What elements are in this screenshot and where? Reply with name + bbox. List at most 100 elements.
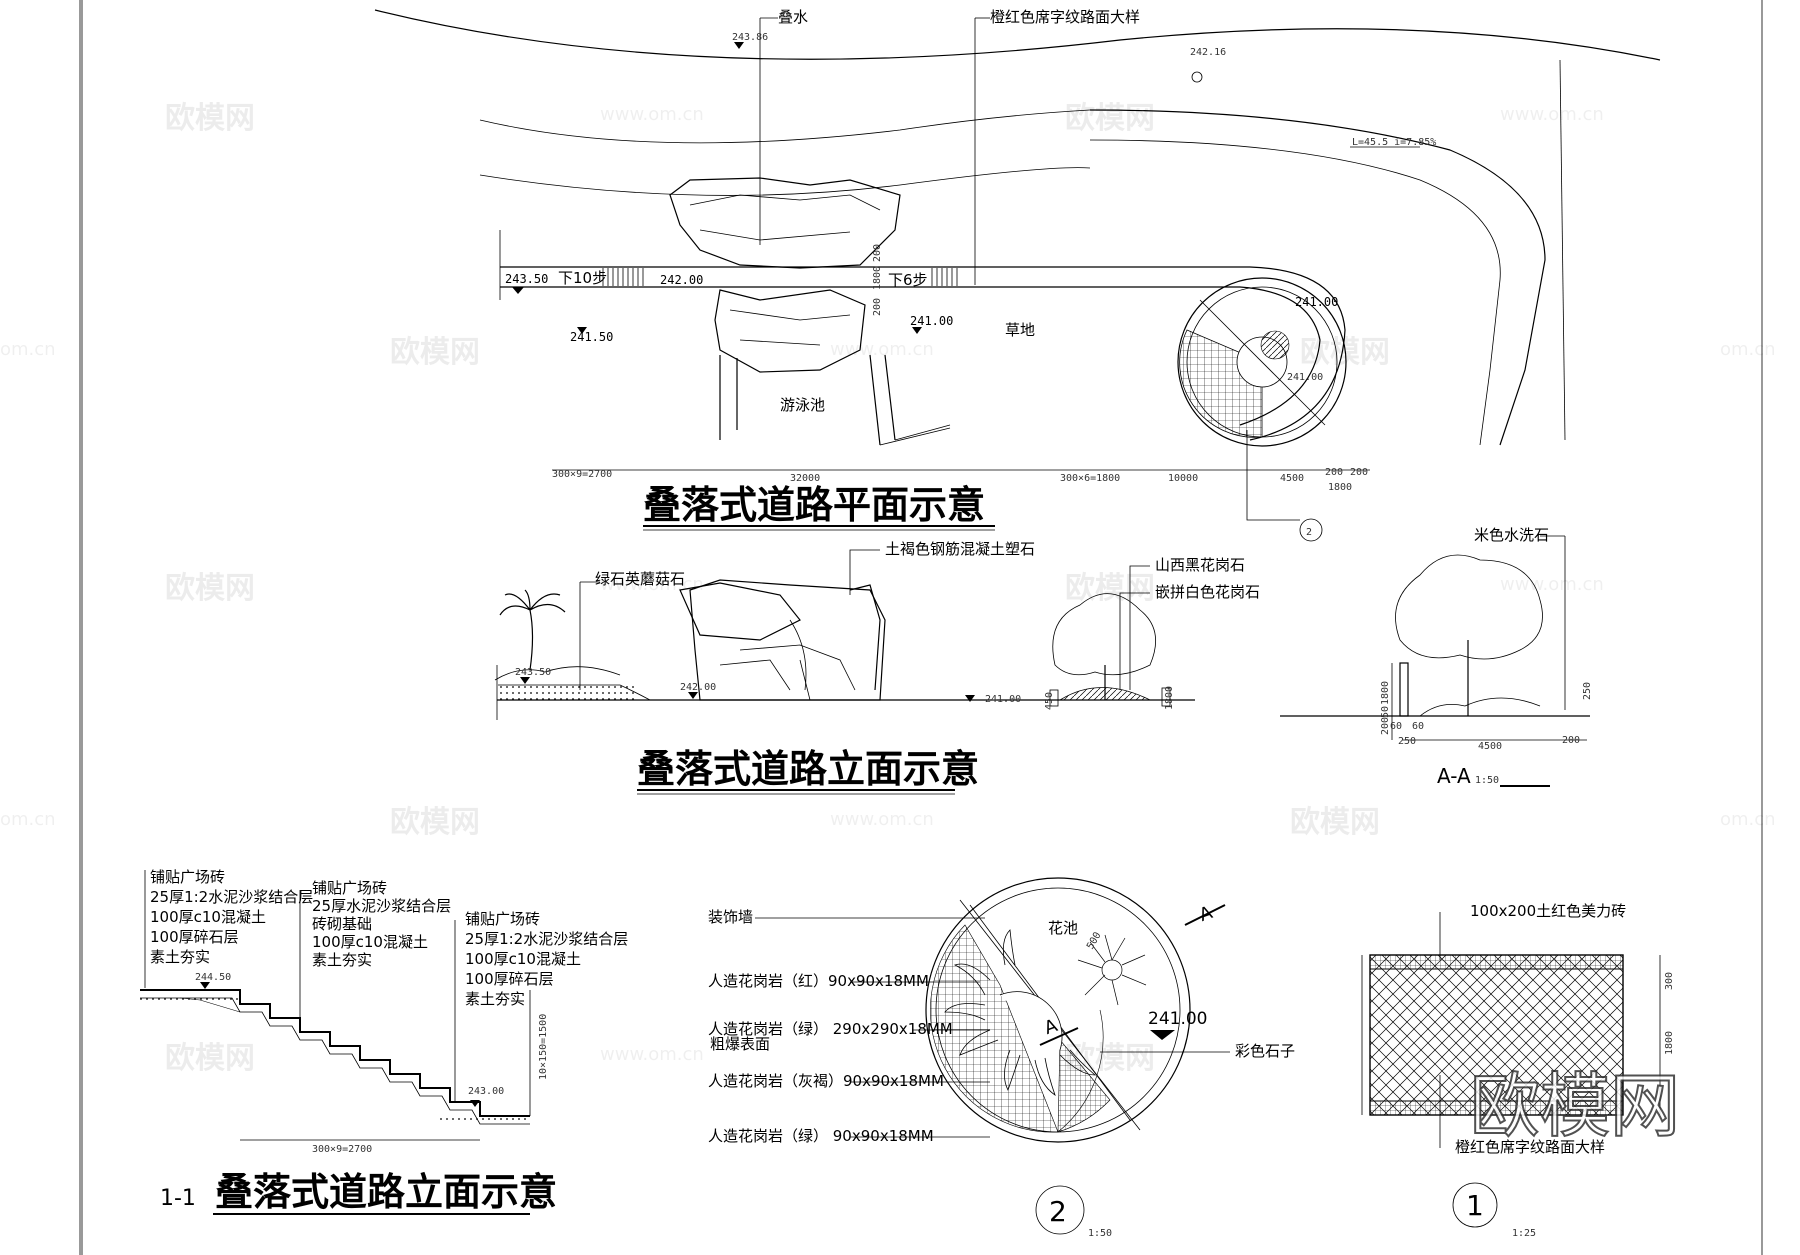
elev-label-rock: 土褐色钢筋混凝土塑石: [885, 540, 1035, 558]
svg-text:www.om.cn: www.om.cn: [600, 574, 704, 595]
aa-section: 米色水洗石 1800 250 200 50 60 60 250 4500 200…: [1280, 526, 1593, 788]
stair-dim-v: 10×150=1500: [538, 1014, 549, 1080]
svg-text:铺贴广场砖: 铺贴广场砖: [465, 910, 540, 928]
plan-elev-24150: 241.50: [570, 330, 613, 344]
plan-pool: [719, 354, 896, 446]
stair-col2: 铺贴广场砖 25厚水泥沙浆结合层 砖砌基础 100厚c10混凝土 素土夯实: [312, 879, 451, 969]
plan-view: 2 叠水 橙红色席字纹路面大样 游泳池 草地 下10步 下6步 243.86 2…: [374, 8, 1661, 542]
d2-scale: 1:50: [1088, 1228, 1112, 1239]
plan-dim-v3: 200: [872, 244, 883, 262]
elev-elev-c: 241.00: [985, 694, 1021, 705]
elev-tree: [1052, 593, 1156, 700]
d2-granite-brown: 人造花岗岩（灰褐）90x90x18MM: [708, 1072, 944, 1090]
detail-2-sun: [944, 929, 1097, 1096]
stair-elev-top: 244.50: [195, 972, 231, 983]
svg-text:欧模网: 欧模网: [165, 1041, 255, 1076]
d1-dim-300: 300: [1664, 972, 1675, 990]
plan-elev-24216: 242.16: [1190, 47, 1226, 58]
svg-text:www.om.cn: www.om.cn: [830, 339, 934, 360]
aa-dim-200b: 200: [1562, 735, 1580, 746]
plan-dim-8: 1800: [1328, 482, 1352, 493]
svg-text:om.cn: om.cn: [1720, 339, 1776, 360]
svg-text:欧模网: 欧模网: [1065, 101, 1155, 136]
aa-scale: 1:50: [1475, 775, 1499, 786]
aa-dim-1800: 1800: [1380, 681, 1391, 705]
plan-elev-24200: 242.00: [660, 273, 703, 287]
svg-text:www.om.cn: www.om.cn: [1500, 574, 1604, 595]
aa-dim-200: 200: [1380, 717, 1391, 735]
plan-dim-v1: 200: [872, 298, 883, 316]
plan-elev-24350: 243.50: [505, 272, 548, 286]
svg-text:www.om.cn: www.om.cn: [600, 104, 704, 125]
plan-dim-3: 300×6=1800: [1060, 473, 1120, 484]
svg-text:100厚c10混凝土: 100厚c10混凝土: [465, 950, 581, 968]
aa-title: A-A: [1437, 764, 1471, 788]
watermarks: 欧模网 www.om.cn 欧模网 www.om.cn om.cn 欧模网 ww…: [0, 101, 1776, 1148]
d1-brick: 100x200土红色美力砖: [1470, 902, 1626, 920]
plan-dim-4: 10000: [1168, 473, 1198, 484]
plan-dim-2: 32000: [790, 473, 820, 484]
plan-dim-7: 200: [1350, 467, 1368, 478]
elev-label-green-stone: 绿石英蘑菇石: [595, 570, 685, 588]
svg-text:25厚1:2水泥沙浆结合层: 25厚1:2水泥沙浆结合层: [150, 888, 313, 906]
plan-title: 叠落式道路平面示意: [643, 483, 985, 527]
plan-steps-down-6: 下6步: [888, 271, 928, 289]
aa-dim-50: 50: [1380, 706, 1391, 718]
svg-text:www.om.cn: www.om.cn: [830, 809, 934, 830]
svg-text:om.cn: om.cn: [0, 339, 56, 360]
d2-granite-green1: 人造花岗岩（绿） 290x290x18MM: [708, 1020, 953, 1038]
stair-elev-bottom: 243.00: [468, 1086, 504, 1097]
svg-text:25厚水泥沙浆结合层: 25厚水泥沙浆结合层: [312, 897, 451, 915]
svg-text:砖砌基础: 砖砌基础: [312, 915, 372, 933]
d2-granite-green2: 人造花岗岩（绿） 90x90x18MM: [708, 1127, 934, 1145]
d2-wall: 装饰墙: [708, 908, 753, 926]
svg-text:om.cn: om.cn: [1720, 809, 1776, 830]
elev-rock: [689, 579, 886, 701]
svg-text:欧模网: 欧模网: [165, 571, 255, 606]
elev-dim-450: 450: [1044, 692, 1055, 710]
d2-dim-500: 500: [1085, 930, 1104, 951]
plan-dim-6: 200: [1325, 467, 1343, 478]
svg-text:铺贴广场砖: 铺贴广场砖: [150, 868, 225, 886]
d2-granite-red: 人造花岗岩（红）90x90x18MM: [708, 972, 929, 990]
d1-dim-1800: 1800: [1664, 1031, 1675, 1055]
plan-dim-5: 4500: [1280, 473, 1304, 484]
stair-col1: 铺贴广场砖 25厚1:2水泥沙浆结合层 100厚c10混凝土 100厚碎石层 素…: [150, 868, 313, 966]
detail-1: 100x200土红色美力砖 橙红色席字纹路面大样 300 1800 1 1:25: [1361, 902, 1675, 1239]
detail-2-flower: [1077, 934, 1147, 1006]
big-watermark: 欧模网: [1470, 1065, 1680, 1147]
d1-number-circle: [1452, 1182, 1498, 1228]
elev-elev-a: 243.50: [515, 667, 551, 678]
d2-color-stone: 彩色石子: [1235, 1042, 1295, 1060]
plan-elev-24100a: 241.00: [910, 314, 953, 328]
svg-text:素土夯实: 素土夯实: [312, 951, 372, 969]
plan-steps-1: [602, 268, 644, 286]
d1-number: 1: [1466, 1189, 1484, 1222]
section-title: 叠落式道路立面示意: [215, 1170, 557, 1214]
plan-rock-top: [669, 177, 901, 269]
svg-text:100厚c10混凝土: 100厚c10混凝土: [312, 933, 428, 951]
svg-text:100厚碎石层: 100厚碎石层: [150, 928, 239, 946]
plan-dim-v2: 1800: [872, 266, 883, 290]
plan-elev-24386: 243.86: [732, 32, 768, 43]
svg-text:www.om.cn: www.om.cn: [1500, 104, 1604, 125]
plan-label-pavement: 橙红色席字纹路面大样: [990, 8, 1140, 26]
plan-elev-24100c: 241.00: [1287, 372, 1323, 383]
svg-text:欧模网: 欧模网: [390, 805, 480, 840]
stair-section: 铺贴广场砖 25厚1:2水泥沙浆结合层 100厚c10混凝土 100厚碎石层 素…: [140, 868, 628, 1215]
elev-label-black-granite: 山西黑花岗石: [1155, 556, 1245, 574]
detail-2: 装饰墙 人造花岗岩（红）90x90x18MM 人造花岗岩（绿） 290x290x…: [708, 877, 1295, 1239]
svg-text:欧模网: 欧模网: [1290, 805, 1380, 840]
elev-dim-1800: 1800: [1164, 686, 1175, 710]
svg-text:欧模网: 欧模网: [1065, 571, 1155, 606]
svg-text:欧模网: 欧模网: [1300, 335, 1390, 370]
aa-label-stone: 米色水洗石: [1474, 526, 1549, 544]
d1-scale: 1:25: [1512, 1228, 1536, 1239]
d2-number-circle: [1035, 1185, 1085, 1235]
svg-text:欧模网: 欧模网: [390, 335, 480, 370]
plan-steps-down-10: 下10步: [558, 269, 607, 287]
elev-label-white-granite: 嵌拼白色花岗石: [1155, 583, 1260, 601]
svg-text:om.cn: om.cn: [0, 809, 56, 830]
plan-steps-2: [931, 268, 958, 286]
